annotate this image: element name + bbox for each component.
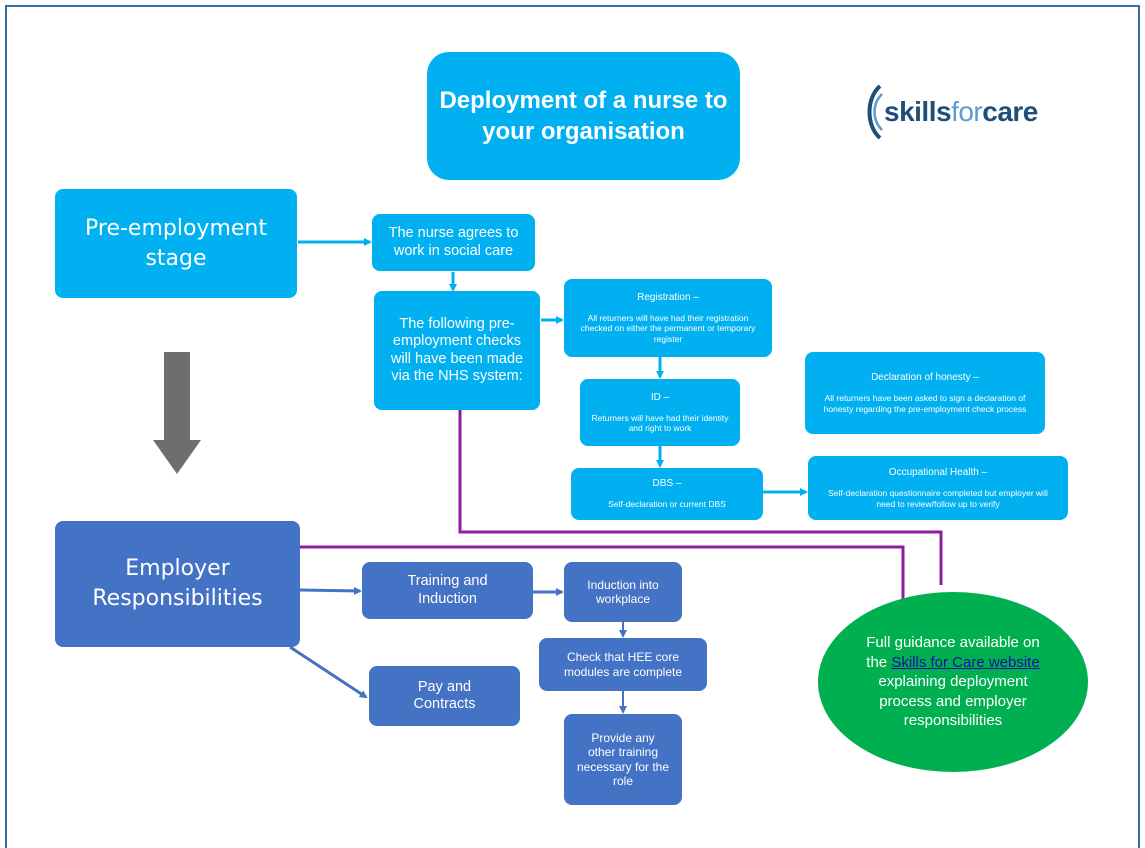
down-arrow-icon [153, 352, 201, 474]
check-id-head: ID – [650, 391, 670, 403]
step-induction-into-workplace: Induction into workplace [564, 562, 682, 622]
check-dbs: DBS – Self-declaration or current DBS [571, 468, 763, 520]
guidance-text-after: explaining deployment process and employ… [878, 673, 1028, 730]
check-occupational-head: Occupational Health – [888, 467, 988, 479]
step-nurse-agrees: The nurse agrees to work in social care [372, 214, 535, 271]
check-registration: Registration – All returners will have h… [564, 279, 772, 357]
guidance-text: Full guidance available on the Skills fo… [863, 633, 1043, 731]
check-honesty-body: All returners have been asked to sign a … [823, 393, 1027, 414]
step-check-hee-modules: Check that HEE core modules are complete [539, 638, 707, 691]
arrow-employer-to-training [299, 586, 362, 595]
check-registration-head: Registration – [637, 292, 699, 304]
step-pay-and-contracts: Pay and Contracts [369, 666, 520, 726]
check-id: ID – Returners will have had their ident… [580, 379, 740, 446]
purple-connector-employer [300, 545, 905, 600]
step-training-and-induction: Training and Induction [362, 562, 533, 619]
arrow-employer-to-pay [289, 645, 368, 699]
slide-frame [5, 5, 1140, 848]
check-registration-body: All returners will have had their regist… [580, 313, 756, 344]
check-occupational-health: Occupational Health – Self-declaration q… [808, 456, 1068, 520]
check-honesty-head: Declaration of honesty – [871, 372, 979, 384]
step-pre-employment-checks: The following pre-employment checks will… [374, 291, 540, 410]
guidance-ellipse: Full guidance available on the Skills fo… [818, 592, 1088, 772]
logo-text-for: for [951, 96, 983, 127]
diagram-title: Deployment of a nurse to your organisati… [427, 52, 740, 180]
check-dbs-body: Self-declaration or current DBS [608, 499, 726, 510]
guidance-text-before: Full guidance available on the [866, 634, 1040, 671]
step-provide-other-training: Provide any other training necessary for… [564, 714, 682, 805]
logo-text-skills: skills [884, 96, 952, 127]
purple-connector-pre [458, 410, 943, 585]
skills-for-care-website-link[interactable]: Skills for Care website [891, 653, 1040, 671]
logo-text-care: care [982, 96, 1038, 127]
check-occupational-body: Self-declaration questionnaire completed… [828, 488, 1048, 509]
check-declaration-of-honesty: Declaration of honesty – All returners h… [805, 352, 1045, 434]
stage-pre-employment: Pre-employment stage [55, 189, 297, 298]
logo-swoosh-icon [867, 84, 883, 140]
check-dbs-head: DBS – [652, 478, 682, 490]
check-id-body: Returners will have had their identity a… [591, 412, 729, 433]
stage-employer-responsibilities: Employer Responsibilities [55, 521, 300, 647]
